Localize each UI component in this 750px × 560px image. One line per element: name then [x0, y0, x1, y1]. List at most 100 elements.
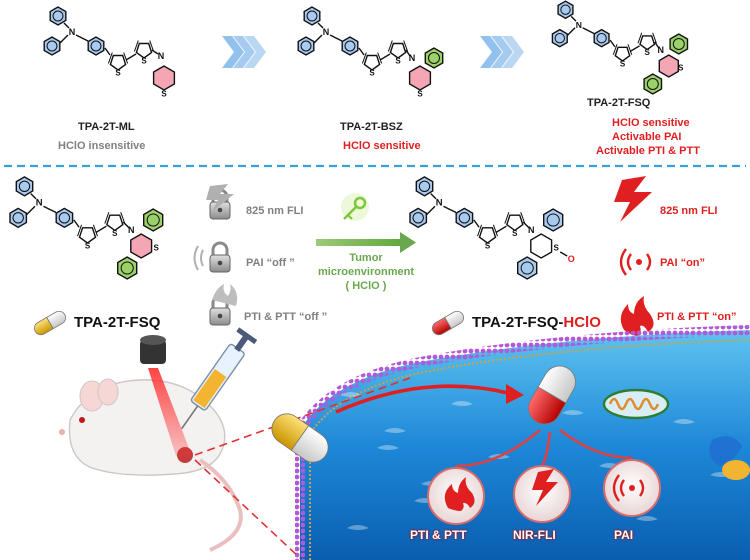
double-bond: [149, 40, 155, 52]
benzene-ring-outline: [424, 47, 444, 69]
syringe-icon: [180, 327, 258, 430]
benzene-ring-aromatic-circle: [46, 40, 58, 52]
benzene-ring: [303, 6, 321, 26]
capsule-icon: [432, 310, 464, 336]
arrow-icon: [491, 36, 513, 68]
bond: [73, 219, 80, 228]
sulfur-label: S: [141, 57, 147, 66]
thiophene-ring: S: [504, 212, 526, 238]
benzene-ring: [15, 176, 34, 197]
benzene-ring-aromatic-circle: [412, 212, 424, 224]
membrane-lipid-tails: [309, 339, 750, 560]
capsule-icon: [528, 365, 576, 425]
benzene-ring-aromatic-circle: [520, 261, 534, 275]
compound-2-note: HClO sensitive: [343, 140, 421, 152]
benzene-ring-outline: [303, 6, 321, 26]
triphenylamine-bithiophene-core: NSS: [43, 6, 155, 78]
locked-state-3: PTI & PTT “off ”: [244, 311, 328, 323]
saturated-ring: [408, 65, 432, 91]
double-bond: [477, 224, 483, 237]
benzene-ring: [49, 6, 67, 26]
wave-arc: [646, 253, 652, 271]
benzene-ring-aromatic-circle: [52, 10, 64, 22]
sulfur-label: S: [620, 60, 626, 69]
output-caption-1: PTI & PTT: [410, 528, 467, 542]
thiophene-ring-outline: [105, 214, 124, 232]
mitochondria-icon: [602, 388, 670, 420]
mitochondria-cristae: [608, 397, 660, 411]
thiophene-ring: S: [107, 52, 129, 78]
output-arrow: [455, 429, 541, 468]
flame-icon: [212, 284, 238, 306]
bond: [125, 53, 137, 61]
arrow-icon: [480, 36, 502, 68]
organelle: [722, 460, 750, 480]
capsule-icon: [34, 310, 66, 336]
right-compound-suffix: HClO: [563, 314, 601, 331]
lightning-icon: [206, 184, 234, 212]
thiophene-ring-outline: [135, 42, 153, 59]
zoom-line: [194, 459, 301, 559]
wave-arc: [639, 479, 645, 497]
central-ring: [530, 233, 553, 259]
bond: [358, 47, 365, 56]
sulfur-label: S: [554, 244, 560, 253]
double-bond: [361, 52, 367, 64]
benzene-ring-aromatic-circle: [146, 213, 160, 227]
triphenylamine-bithiophene-core: NSS: [297, 6, 409, 78]
nitrogen-label: N: [158, 51, 165, 61]
benzene-ring-aromatic-circle: [546, 213, 560, 227]
tumor-cell-interior: [300, 330, 750, 560]
bond: [43, 205, 57, 214]
wave-icon: [193, 245, 204, 271]
trigger-label: Tumor microenvironment ( HClO ): [318, 251, 414, 293]
nitrogen-label: N: [576, 20, 582, 30]
thiophene-ring-outline: [505, 214, 524, 232]
double-bond: [612, 44, 618, 55]
benzene-ring-aromatic-circle: [458, 212, 471, 224]
bond: [30, 193, 37, 200]
bond: [582, 27, 595, 35]
benzene-ring-outline: [15, 176, 34, 197]
water-highlight: [673, 419, 695, 424]
bond: [473, 219, 480, 228]
trigger-line-1: Tumor: [349, 252, 383, 264]
benzene-ring-outline: [49, 6, 67, 26]
entry-arrow: [335, 384, 513, 414]
key-icon: [341, 193, 369, 221]
double-bond: [520, 212, 526, 224]
benzene-ring-outline: [9, 207, 28, 229]
nitrogen-label: N: [528, 225, 535, 235]
capsule-half: [537, 365, 576, 404]
benzene-ring: [424, 47, 444, 69]
bond: [405, 49, 411, 57]
compound-3-note-2: Activable PAI: [612, 131, 682, 143]
lock-keyhole: [217, 313, 223, 319]
output-arrow: [559, 428, 633, 460]
thiophene-ring-outline: [389, 42, 407, 59]
thiophene-ring-outline: [639, 35, 656, 51]
wave-center: [629, 485, 635, 491]
benzene-ring-outline: [669, 33, 689, 55]
lock-keyhole: [217, 260, 223, 266]
wave-icon: [619, 248, 652, 276]
thiophene-ring-outline: [78, 227, 97, 244]
benzene-ring-aromatic-circle: [418, 180, 431, 192]
thiophene-ring: S: [104, 212, 126, 238]
benzene-ring-outline: [455, 207, 474, 229]
central-ring: [130, 233, 153, 259]
bond: [570, 15, 577, 22]
locked-state-2: PAI “off ”: [246, 257, 295, 269]
benzene-ring-aromatic-circle: [428, 52, 440, 64]
right-compound-prefix: TPA-2T-FSQ-: [472, 314, 564, 331]
arrow-icon: [502, 36, 524, 68]
benzene-ring: [43, 36, 61, 56]
bond: [26, 205, 36, 216]
sulfur-label: S: [395, 57, 401, 66]
arrow-icon: [244, 36, 266, 68]
thiophene-ring-outline: [614, 46, 631, 62]
double-bond: [492, 224, 498, 237]
benzene-ring: [341, 36, 359, 56]
